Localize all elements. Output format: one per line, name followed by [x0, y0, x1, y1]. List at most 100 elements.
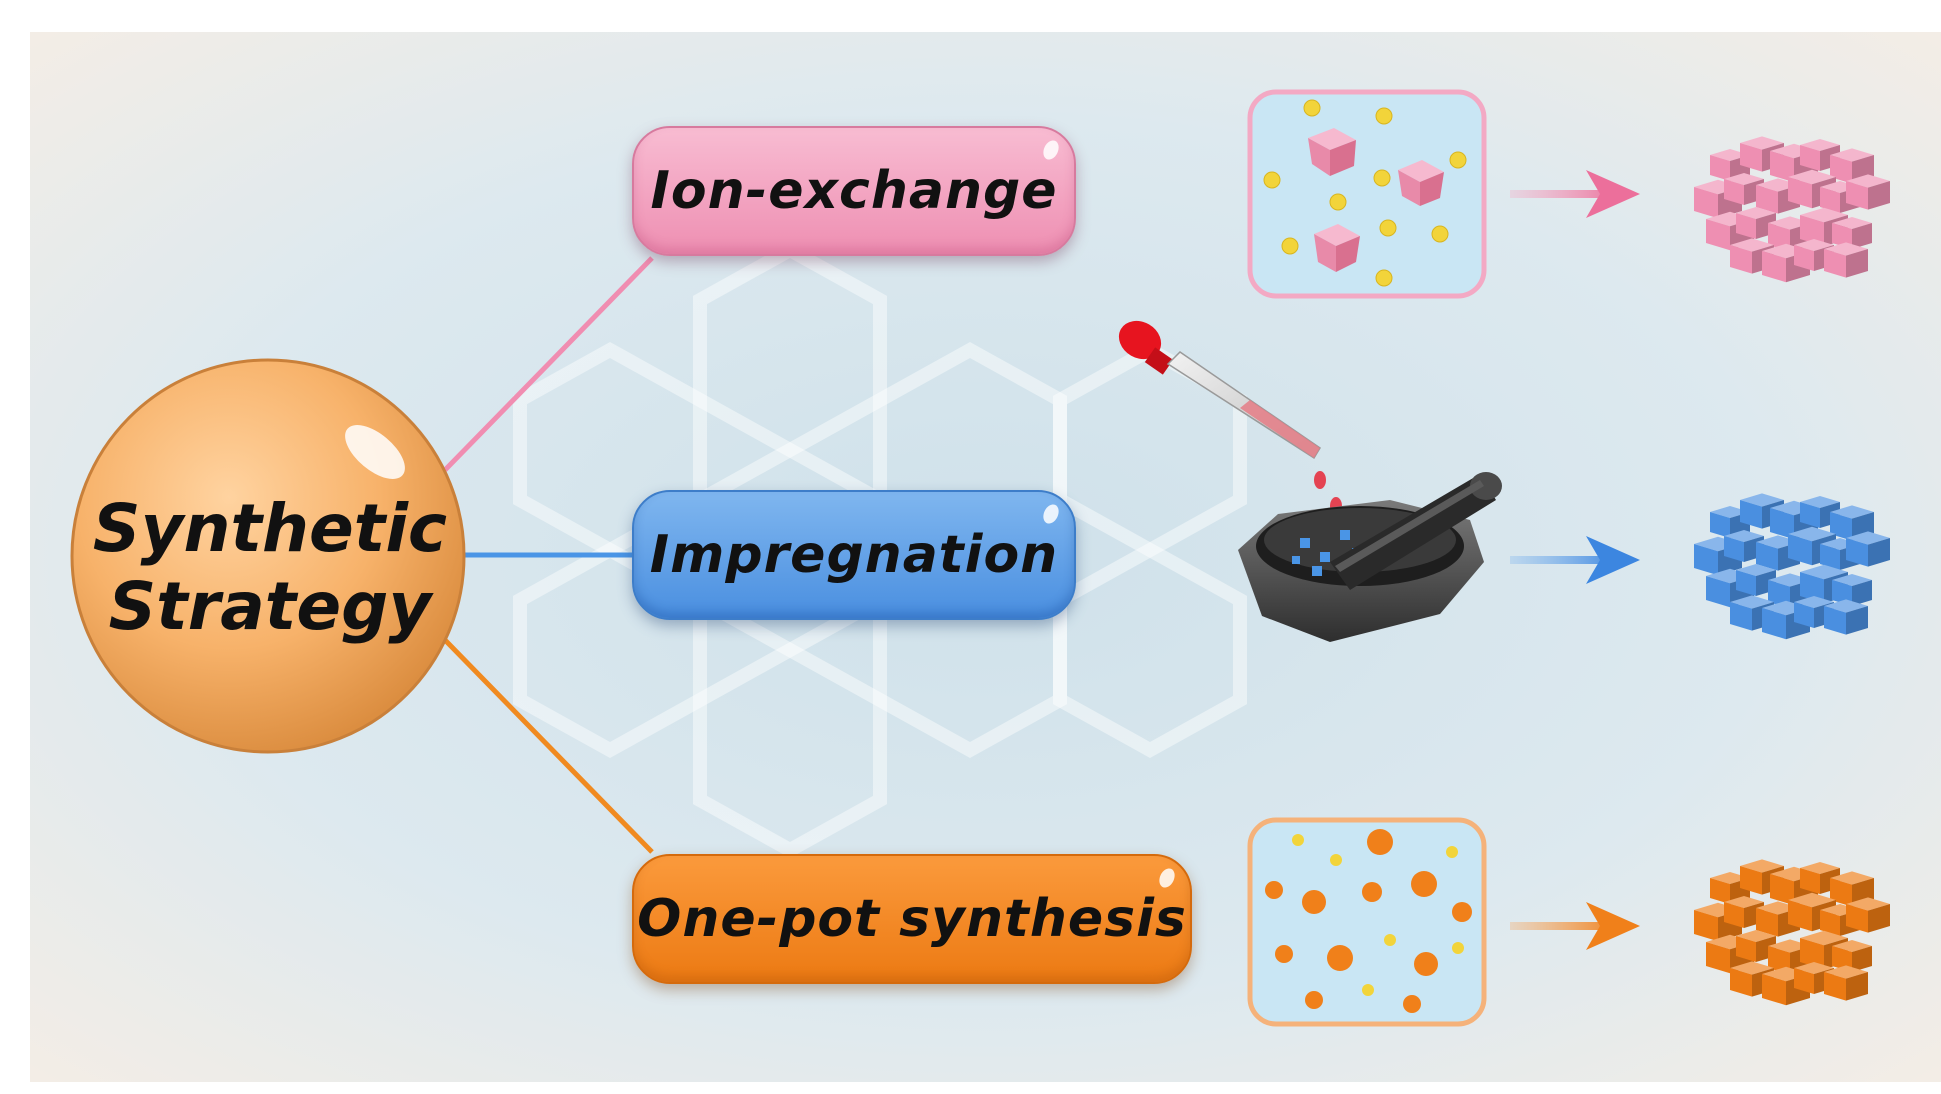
- cube-face: [1800, 938, 1824, 970]
- pink-cube-icon: [1314, 224, 1360, 272]
- cube-face: [1800, 930, 1848, 946]
- ion-exchange-solution-box: [1247, 89, 1487, 299]
- cube-face: [1740, 143, 1762, 172]
- connector-one-pot: [443, 638, 654, 854]
- cube-face: [1736, 213, 1756, 239]
- cube-face: [1788, 177, 1812, 209]
- one-pot-synthesis-pill: One-pot synthesis: [632, 854, 1192, 984]
- cube-face: [1762, 608, 1786, 640]
- cube-face: [1724, 536, 1744, 562]
- cube-face: [1820, 910, 1840, 936]
- blue-cubes-icon: [1694, 493, 1890, 640]
- impregnation-pill: Impregnation: [632, 490, 1076, 620]
- cube-face: [1762, 974, 1786, 1006]
- cube-face: [1800, 502, 1820, 528]
- cube-face: [1824, 249, 1846, 278]
- cube-face: [1706, 942, 1730, 974]
- pink-cubes-icon: [1694, 136, 1890, 283]
- cube-face: [1770, 151, 1794, 183]
- cube-face: [1800, 572, 1824, 604]
- cube-face: [1800, 215, 1824, 247]
- cube-face: [1724, 179, 1744, 205]
- dropper-icon: [1118, 320, 1342, 515]
- synthetic-strategy-ball: [70, 358, 466, 754]
- cube-face: [1740, 866, 1762, 895]
- cube-face: [1846, 972, 1868, 1001]
- cube-face: [1800, 564, 1848, 580]
- center-label-line2: Strategy: [108, 568, 432, 645]
- cube-face: [1788, 534, 1812, 566]
- orange-cubes-icon: [1694, 859, 1890, 1006]
- cube-face: [1740, 493, 1784, 507]
- cube-face: [1830, 878, 1852, 907]
- cube-face: [1730, 602, 1752, 631]
- cube-face: [1724, 902, 1744, 928]
- cube-face: [1852, 580, 1872, 606]
- ion-exchange-label: Ion-exchange: [650, 161, 1058, 221]
- ion-exchange-arrow: [1510, 170, 1640, 218]
- cube-face: [1756, 542, 1778, 571]
- connector-ion-exchange: [443, 256, 654, 472]
- cube-face: [1756, 908, 1778, 937]
- yellow-ion-particles: [1263, 99, 1467, 287]
- pink-cube-icon: [1308, 128, 1356, 176]
- cube-face: [1868, 538, 1890, 567]
- one-pot-synthesis-label: One-pot synthesis: [637, 889, 1187, 949]
- cube-face: [1770, 143, 1818, 159]
- yellow-ion-particles: [1292, 834, 1464, 996]
- cube-face: [1832, 580, 1852, 606]
- cube-face: [1824, 606, 1846, 635]
- cube-face: [1852, 946, 1872, 972]
- cube-face: [1846, 181, 1868, 210]
- mortar-and-pestle-icon: [1238, 472, 1502, 642]
- cube-face: [1730, 968, 1752, 997]
- cube-face: [1788, 900, 1812, 932]
- one-pot-arrow: [1510, 902, 1640, 950]
- cube-face: [1710, 155, 1730, 181]
- pink-cube-icon: [1398, 160, 1444, 206]
- pill-highlight: [1040, 137, 1062, 163]
- cube-face: [1736, 936, 1756, 962]
- cube-face: [1706, 576, 1730, 608]
- cube-face: [1846, 249, 1868, 278]
- pill-highlight: [1156, 865, 1178, 891]
- center-label-line1: Synthetic: [92, 490, 448, 567]
- cube-face: [1694, 179, 1742, 195]
- cube-face: [1852, 223, 1872, 249]
- cube-face: [1706, 211, 1754, 227]
- cube-face: [1800, 207, 1848, 223]
- ion-exchange-pill: Ion-exchange: [632, 126, 1076, 256]
- cube-face: [1730, 245, 1752, 274]
- cube-face: [1756, 185, 1778, 214]
- cube-face: [1846, 538, 1868, 567]
- cube-face: [1706, 219, 1730, 251]
- cube-face: [1762, 251, 1786, 283]
- cube-face: [1830, 512, 1852, 541]
- cube-face: [1824, 972, 1846, 1001]
- cube-face: [1868, 181, 1890, 210]
- impregnation-arrow: [1510, 536, 1640, 584]
- cube-face: [1794, 968, 1814, 994]
- cube-face: [1770, 508, 1794, 540]
- orange-sphere-particles: [1265, 829, 1472, 1013]
- cube-face: [1820, 544, 1840, 570]
- cube-face: [1820, 187, 1840, 213]
- cube-face: [1740, 500, 1762, 529]
- impregnation-label: Impregnation: [649, 525, 1059, 585]
- one-pot-solution-box: [1247, 817, 1487, 1027]
- center-label: Synthetic Strategy: [70, 490, 470, 646]
- cube-face: [1788, 526, 1836, 542]
- pill-highlight: [1040, 501, 1062, 527]
- cube-face: [1832, 946, 1852, 972]
- cube-face: [1788, 169, 1836, 185]
- cube-face: [1694, 544, 1718, 576]
- cube-face: [1868, 904, 1890, 933]
- cube-face: [1846, 904, 1868, 933]
- cube-face: [1800, 145, 1820, 171]
- cube-face: [1800, 868, 1820, 894]
- cube-face: [1694, 187, 1718, 219]
- cube-face: [1832, 223, 1852, 249]
- cube-face: [1794, 245, 1814, 271]
- cube-face: [1736, 570, 1756, 596]
